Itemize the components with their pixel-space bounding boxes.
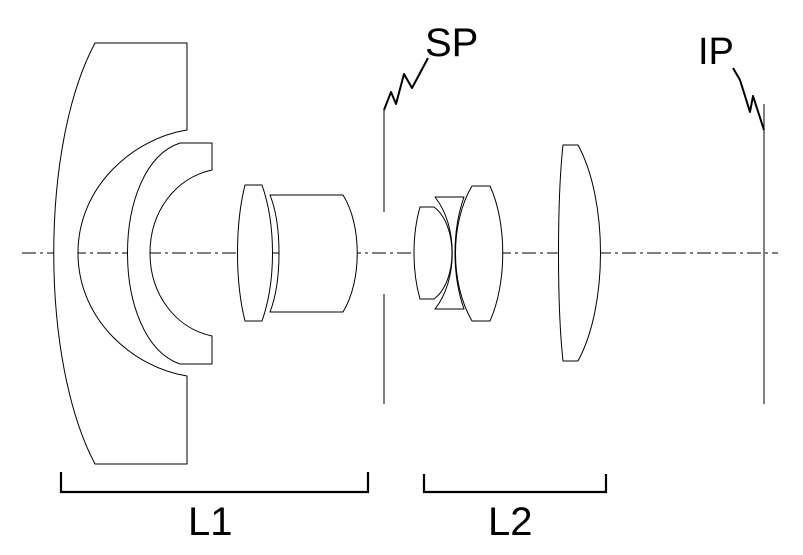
lens-element-7 bbox=[455, 185, 504, 322]
lens-element-6 bbox=[434, 196, 465, 310]
group-1-label: L1 bbox=[188, 500, 233, 544]
lens-element-1 bbox=[53, 42, 188, 465]
lens-element-2 bbox=[127, 142, 213, 365]
lens-element-5 bbox=[413, 206, 453, 300]
lens-element-8 bbox=[558, 144, 601, 362]
lens-element-3 bbox=[237, 184, 273, 322]
group-2-label: L2 bbox=[488, 500, 533, 544]
group-1-bracket bbox=[59, 472, 370, 494]
aperture-stop-label: SP bbox=[425, 21, 478, 65]
group-2-bracket bbox=[422, 474, 608, 494]
aperture-stop-leader bbox=[383, 57, 429, 111]
image-plane-label: IP bbox=[698, 31, 734, 73]
image-plane-leader bbox=[732, 67, 765, 131]
lens-element-4 bbox=[269, 194, 358, 313]
